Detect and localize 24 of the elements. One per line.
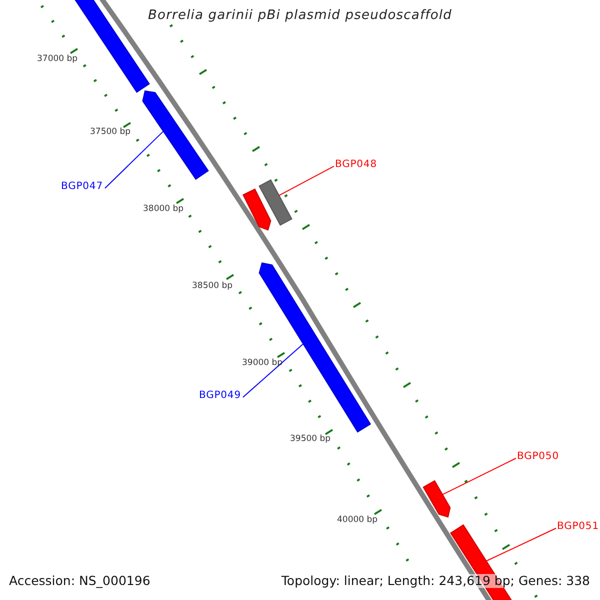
- gene-feature: [142, 90, 209, 180]
- summary-text: Topology: linear; Length: 243,619 bp; Genes: 338: [281, 574, 590, 588]
- scale-label: 37500 bp: [90, 128, 131, 138]
- scale-label: 40000 bp: [337, 516, 378, 526]
- scale-label: 37000 bp: [37, 55, 78, 65]
- leader-line: [242, 343, 304, 398]
- gene-label: BGP050: [517, 451, 559, 462]
- gene-label: BGP048: [335, 159, 377, 170]
- gene-feature: [422, 480, 451, 518]
- leader-line: [278, 166, 334, 196]
- gene-feature: [258, 179, 292, 226]
- accession-text: Accession: NS_000196: [9, 574, 150, 588]
- map-title: Borrelia garinii pBi plasmid pseudoscaffold: [147, 9, 453, 24]
- gene-label: BGP047: [61, 181, 103, 192]
- scale-label: 38000 bp: [143, 205, 184, 215]
- leader-line: [486, 528, 556, 562]
- leader-line: [104, 130, 164, 189]
- scale-label: 38500 bp: [192, 282, 233, 292]
- gene-label: BGP051: [557, 521, 599, 532]
- gene-feature: [242, 188, 272, 231]
- leader-line: [442, 458, 516, 496]
- scale-label: 39500 bp: [290, 435, 331, 445]
- gene-label: BGP049: [199, 390, 241, 401]
- scale-label: 39000 bp: [242, 359, 283, 369]
